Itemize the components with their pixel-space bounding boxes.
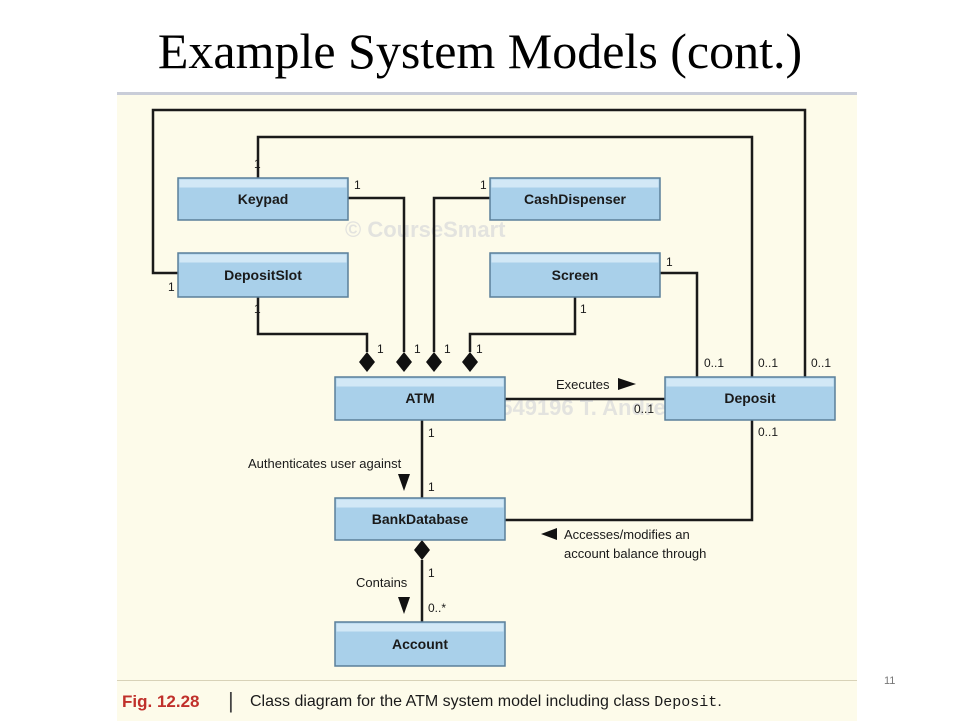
- direction-arrow-accesses: [541, 528, 557, 540]
- class-screen: Screen: [489, 252, 661, 298]
- line-keypad-to-deposit: [256, 135, 754, 378]
- class-account: Account: [334, 621, 506, 667]
- direction-arrow-executes: [618, 378, 636, 390]
- caption-period: .: [717, 693, 722, 710]
- mult-bankdatabase-account: 1: [428, 566, 435, 580]
- page-number: 11: [884, 675, 896, 687]
- mult-deposit-keypad: 0..1: [758, 356, 778, 370]
- label-contains: Contains: [356, 575, 408, 590]
- mult-screen-deposit: 1: [666, 255, 673, 269]
- caption-code: Deposit: [654, 694, 718, 711]
- mult-cashdispenser-atm: 1: [480, 178, 487, 192]
- label-executes: Executes: [556, 377, 610, 392]
- caption-separator: |: [228, 688, 234, 713]
- mult-deposit-depositslot: 0..1: [811, 356, 831, 370]
- svg-text:Keypad: Keypad: [238, 191, 289, 207]
- line-screen-to-atm: [468, 297, 577, 352]
- mult-atm-cashdispenser: 1: [444, 342, 451, 356]
- direction-arrow-contains: [398, 597, 410, 614]
- composition-diamond-cashdispenser: [426, 352, 442, 372]
- mult-atm-depositslot: 1: [377, 342, 384, 356]
- svg-text:BankDatabase: BankDatabase: [372, 511, 469, 527]
- svg-text:ATM: ATM: [405, 390, 434, 406]
- composition-diamond-depositslot: [359, 352, 375, 372]
- mult-atm-keypad: 1: [414, 342, 421, 356]
- figure-caption-bar: [117, 680, 857, 721]
- line-keypad-to-atm: [348, 196, 406, 352]
- mult-keypad-atm: 1: [354, 178, 361, 192]
- caption-text: Class diagram for the ATM system model i…: [250, 693, 722, 711]
- svg-text:Screen: Screen: [552, 267, 599, 283]
- mult-deposit-bankdatabase: 0..1: [758, 425, 778, 439]
- mult-deposit-screen: 0..1: [704, 356, 724, 370]
- mult-atm-screen: 1: [476, 342, 483, 356]
- figure-top-border: [117, 92, 857, 95]
- label-accesses-line2: account balance through: [564, 546, 706, 561]
- line-depositslot-to-atm: [256, 297, 369, 352]
- line-depositslot-outer-to-deposit: [151, 108, 807, 378]
- mult-atm-bankdatabase: 1: [428, 426, 435, 440]
- mult-account-bankdatabase: 0..*: [428, 601, 446, 615]
- label-accesses-line1: Accesses/modifies an: [564, 527, 690, 542]
- class-cash-dispenser: CashDispenser: [489, 177, 661, 221]
- label-authenticates: Authenticates user against: [248, 456, 402, 471]
- composition-diamond-keypad: [396, 352, 412, 372]
- svg-text:Deposit: Deposit: [724, 390, 776, 406]
- class-bank-database: BankDatabase: [334, 497, 506, 541]
- watermark-coursesmart: © CourseSmart: [345, 217, 506, 242]
- svg-text:CashDispenser: CashDispenser: [524, 191, 626, 207]
- class-atm: ATM: [334, 376, 506, 421]
- mult-keypad-deposit: 1: [254, 157, 261, 171]
- mult-depositslot-deposit: 1: [168, 280, 175, 294]
- mult-depositslot-atm: 1: [254, 302, 261, 316]
- class-keypad: Keypad: [177, 177, 349, 221]
- slide-title: Example System Models (cont.): [157, 23, 803, 79]
- line-screen-to-deposit: [660, 271, 699, 378]
- direction-arrow-authenticates: [398, 474, 410, 491]
- composition-diamond-bankdatabase: [414, 540, 430, 560]
- line-cashdispenser-to-atm: [432, 196, 490, 352]
- mult-screen-atm: 1: [580, 302, 587, 316]
- composition-diamond-screen: [462, 352, 478, 372]
- line-deposit-to-bankdatabase: [505, 420, 754, 522]
- caption-figure-label: Fig. 12.28: [122, 692, 200, 711]
- svg-text:Account: Account: [392, 636, 448, 652]
- mult-bankdatabase-atm: 1: [428, 480, 435, 494]
- class-deposit: Deposit: [664, 376, 836, 421]
- svg-text:DepositSlot: DepositSlot: [224, 267, 302, 283]
- class-deposit-slot: DepositSlot: [177, 252, 349, 298]
- mult-deposit-atm: 0..1: [634, 402, 654, 416]
- caption-description: Class diagram for the ATM system model i…: [250, 693, 655, 710]
